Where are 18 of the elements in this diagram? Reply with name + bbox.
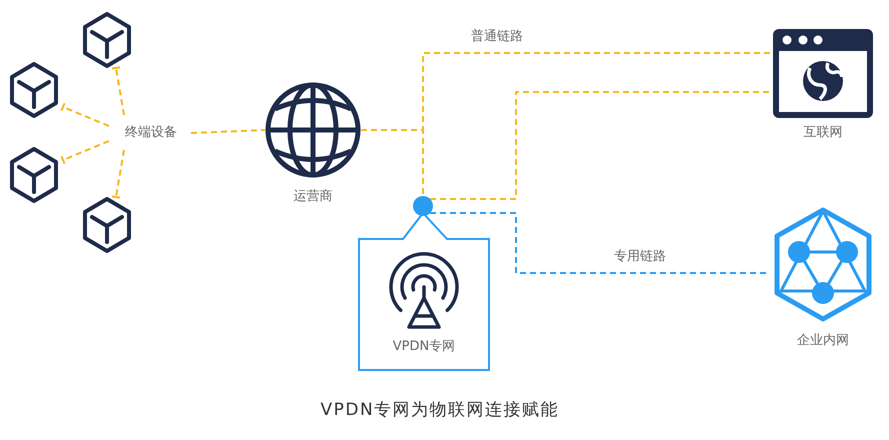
dashed-connector [361, 129, 424, 196]
node-label: 企业内网 [797, 332, 849, 349]
cube-icon [82, 12, 132, 68]
dashed-connector [111, 150, 125, 199]
cube-icon [9, 62, 59, 118]
dashed-connector [60, 140, 110, 165]
cube-icon [9, 147, 59, 203]
node-label: 运营商 [294, 188, 332, 205]
junction-dot [413, 196, 433, 216]
node-label: VPDN专网 [392, 338, 456, 355]
cube-icon [82, 197, 132, 253]
dashed-connector [430, 91, 770, 200]
dashed-connector [111, 66, 125, 116]
node-label: 互联网 [804, 124, 842, 141]
diagram-title: VPDN专网为物联网连接赋能 [320, 399, 560, 421]
node-label: 终端设备 [125, 124, 177, 141]
dashed-connector [190, 129, 266, 134]
dashed-connector [60, 102, 110, 127]
